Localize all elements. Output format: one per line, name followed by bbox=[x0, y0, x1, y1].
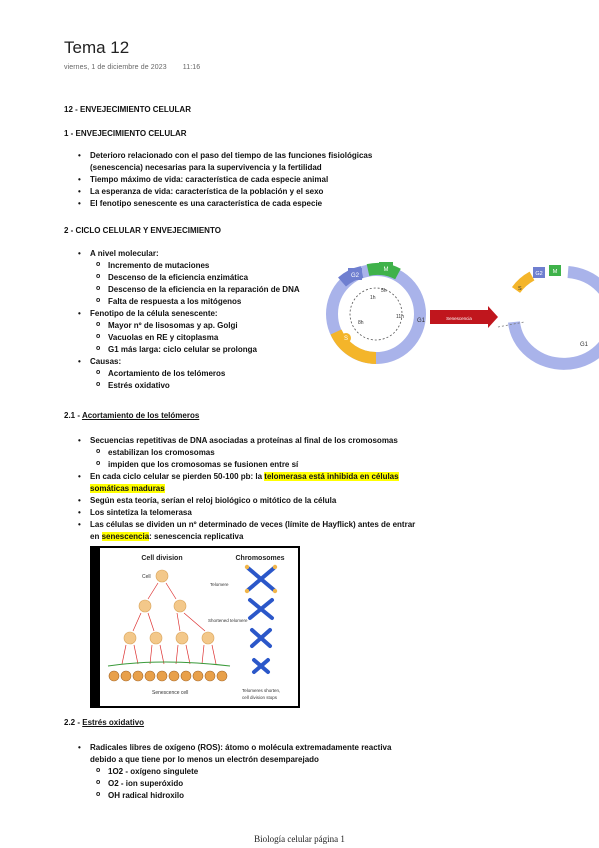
s-arc-right bbox=[511, 271, 535, 294]
phase-g2-right: G2 bbox=[535, 271, 542, 277]
duration-m: 5h bbox=[381, 288, 387, 294]
senescent-cells bbox=[108, 670, 228, 682]
cell bbox=[201, 631, 215, 645]
section-21-list: Secuencias repetitivas de DNA asociadas … bbox=[78, 435, 450, 543]
highlight: senescencia bbox=[101, 532, 150, 541]
telomere-caps bbox=[244, 564, 278, 594]
senescence-cell-label: Senescence cell bbox=[152, 690, 188, 696]
list-item: Radicales libres de oxígeno (ROS): átomo… bbox=[78, 742, 450, 802]
section-1-heading: 1 - ENVEJECIMIENTO CELULAR bbox=[64, 129, 187, 138]
list-item: La esperanza de vida: característica de … bbox=[78, 186, 420, 198]
list-item: Tiempo máximo de vida: característica de… bbox=[78, 174, 420, 186]
cell bbox=[123, 631, 137, 645]
main-heading: 12 - ENVEJECIMIENTO CELULAR bbox=[64, 105, 191, 114]
cell bbox=[175, 631, 189, 645]
list-item: Descenso de la eficiencia enzimática bbox=[96, 271, 350, 284]
cycle-left: G2 M G1 S 1h 5h 11h 8h bbox=[326, 262, 426, 364]
cell bbox=[138, 599, 152, 613]
phase-g1-right: G1 bbox=[580, 342, 589, 348]
cells bbox=[123, 569, 215, 645]
duration-g1: 11h bbox=[396, 314, 404, 320]
cell bbox=[173, 599, 187, 613]
shortened-telomere-label: Shortened telomere bbox=[208, 618, 248, 623]
section-21-heading: 2.1 - Acortamiento de los telómeros bbox=[64, 411, 200, 420]
g2-box bbox=[348, 268, 362, 280]
m-box bbox=[379, 262, 393, 274]
m-box-right bbox=[549, 265, 561, 276]
list-item: Secuencias repetitivas de DNA asociadas … bbox=[78, 435, 450, 471]
list-item: G1 más larga: ciclo celular se prolonga bbox=[96, 343, 350, 356]
chromosome-icons bbox=[246, 566, 276, 674]
list-item: estabilizan los cromosomas bbox=[96, 446, 450, 459]
senescence-arrow-head bbox=[488, 306, 498, 328]
phase-m: M bbox=[384, 267, 389, 273]
list-item: Falta de respuesta a los mitógenos bbox=[96, 295, 350, 308]
cell bbox=[149, 631, 163, 645]
list-item: Fenotipo de la célula senescente: Mayor … bbox=[78, 308, 350, 356]
section-22-heading: 2.2 - Estrés oxidativo bbox=[64, 718, 145, 727]
section-2-list: A nivel molecular: Incremento de mutacio… bbox=[78, 248, 350, 392]
page-time: 11:16 bbox=[182, 64, 201, 71]
phase-g2: G2 bbox=[351, 273, 360, 279]
dashed-connector bbox=[497, 321, 525, 328]
section-1-list: Deterioro relacionado con el paso del ti… bbox=[78, 150, 420, 210]
telomere-label: Telomere bbox=[210, 582, 229, 587]
s-arc bbox=[330, 329, 377, 364]
division-arrows bbox=[121, 582, 217, 665]
phase-m-right: M bbox=[553, 269, 558, 275]
inner-circle bbox=[349, 287, 403, 341]
cell-label: Cell bbox=[142, 574, 151, 580]
stops-label-2: cell division stops bbox=[242, 695, 278, 700]
cycle-right: G2 M S G1 bbox=[497, 265, 599, 370]
cell-cycle-figure: G2 M G1 S 1h 5h 11h 8h Senescencia G2 M … bbox=[326, 262, 599, 370]
list-item: A nivel molecular: Incremento de mutacio… bbox=[78, 248, 350, 308]
list-item: O2 - ion superóxido bbox=[96, 777, 450, 790]
list-item: Mayor nº de lisosomas y ap. Golgi bbox=[96, 319, 350, 332]
phase-s-right: S bbox=[518, 286, 522, 292]
list-item: Incremento de mutaciones bbox=[96, 259, 350, 272]
page-title: Tema 12 bbox=[64, 38, 130, 57]
telomere-figure: Cell division Chromosomes Cell Senescenc… bbox=[90, 546, 300, 708]
list-item: 1O2 - oxígeno singulete bbox=[96, 765, 450, 778]
section-22-list: Radicales libres de oxígeno (ROS): átomo… bbox=[78, 742, 450, 802]
stops-label-1: Telomeres shorten, bbox=[242, 688, 280, 693]
g2-box-right bbox=[533, 267, 545, 278]
list-item: impiden que los cromosomas se fusionen e… bbox=[96, 458, 450, 471]
list-item: Estrés oxidativo bbox=[96, 379, 350, 392]
phase-g1: G1 bbox=[417, 318, 426, 324]
cell-division-title: Cell division bbox=[141, 555, 182, 562]
list-item: Según esta teoría, serían el reloj bioló… bbox=[78, 495, 450, 507]
list-item: Descenso de la eficiencia en la reparaci… bbox=[96, 283, 350, 296]
list-item: Acortamiento de los telómeros bbox=[96, 367, 350, 380]
list-item: El fenotipo senescente es una caracterís… bbox=[78, 198, 420, 210]
s-dot bbox=[341, 333, 351, 343]
list-item: Las células se dividen un nº determinado… bbox=[78, 519, 450, 543]
highlight: somáticas maduras bbox=[90, 484, 165, 493]
cell bbox=[155, 569, 169, 583]
duration-s: 8h bbox=[358, 320, 364, 326]
list-item: OH radical hidroxilo bbox=[96, 789, 450, 802]
g1-long-arc bbox=[508, 266, 599, 370]
list-item: Los sintetiza la telomerasa bbox=[78, 507, 450, 519]
duration-g2: 1h bbox=[370, 295, 376, 301]
highlight: telomerasa está inhibida en células bbox=[264, 472, 399, 481]
phase-s: S bbox=[344, 336, 348, 342]
page-meta: viernes, 1 de diciembre de 2023 11:16 bbox=[64, 64, 214, 71]
senescence-label: Senescencia bbox=[446, 316, 472, 321]
list-item: Vacuolas en RE y citoplasma bbox=[96, 331, 350, 344]
section-2-heading: 2 - CICLO CELULAR Y ENVEJECIMIENTO bbox=[64, 226, 221, 235]
page-footer: Biología celular página 1 bbox=[254, 834, 345, 844]
list-item: Deterioro relacionado con el paso del ti… bbox=[78, 150, 420, 174]
green-line bbox=[107, 661, 231, 667]
list-item: En cada ciclo celular se pierden 50-100 … bbox=[78, 471, 450, 495]
senescence-arrow bbox=[430, 310, 488, 324]
page-date: viernes, 1 de diciembre de 2023 bbox=[64, 64, 167, 71]
list-item: Causas: Acortamiento de los telómeros Es… bbox=[78, 356, 350, 392]
chromosomes-title: Chromosomes bbox=[235, 555, 284, 562]
